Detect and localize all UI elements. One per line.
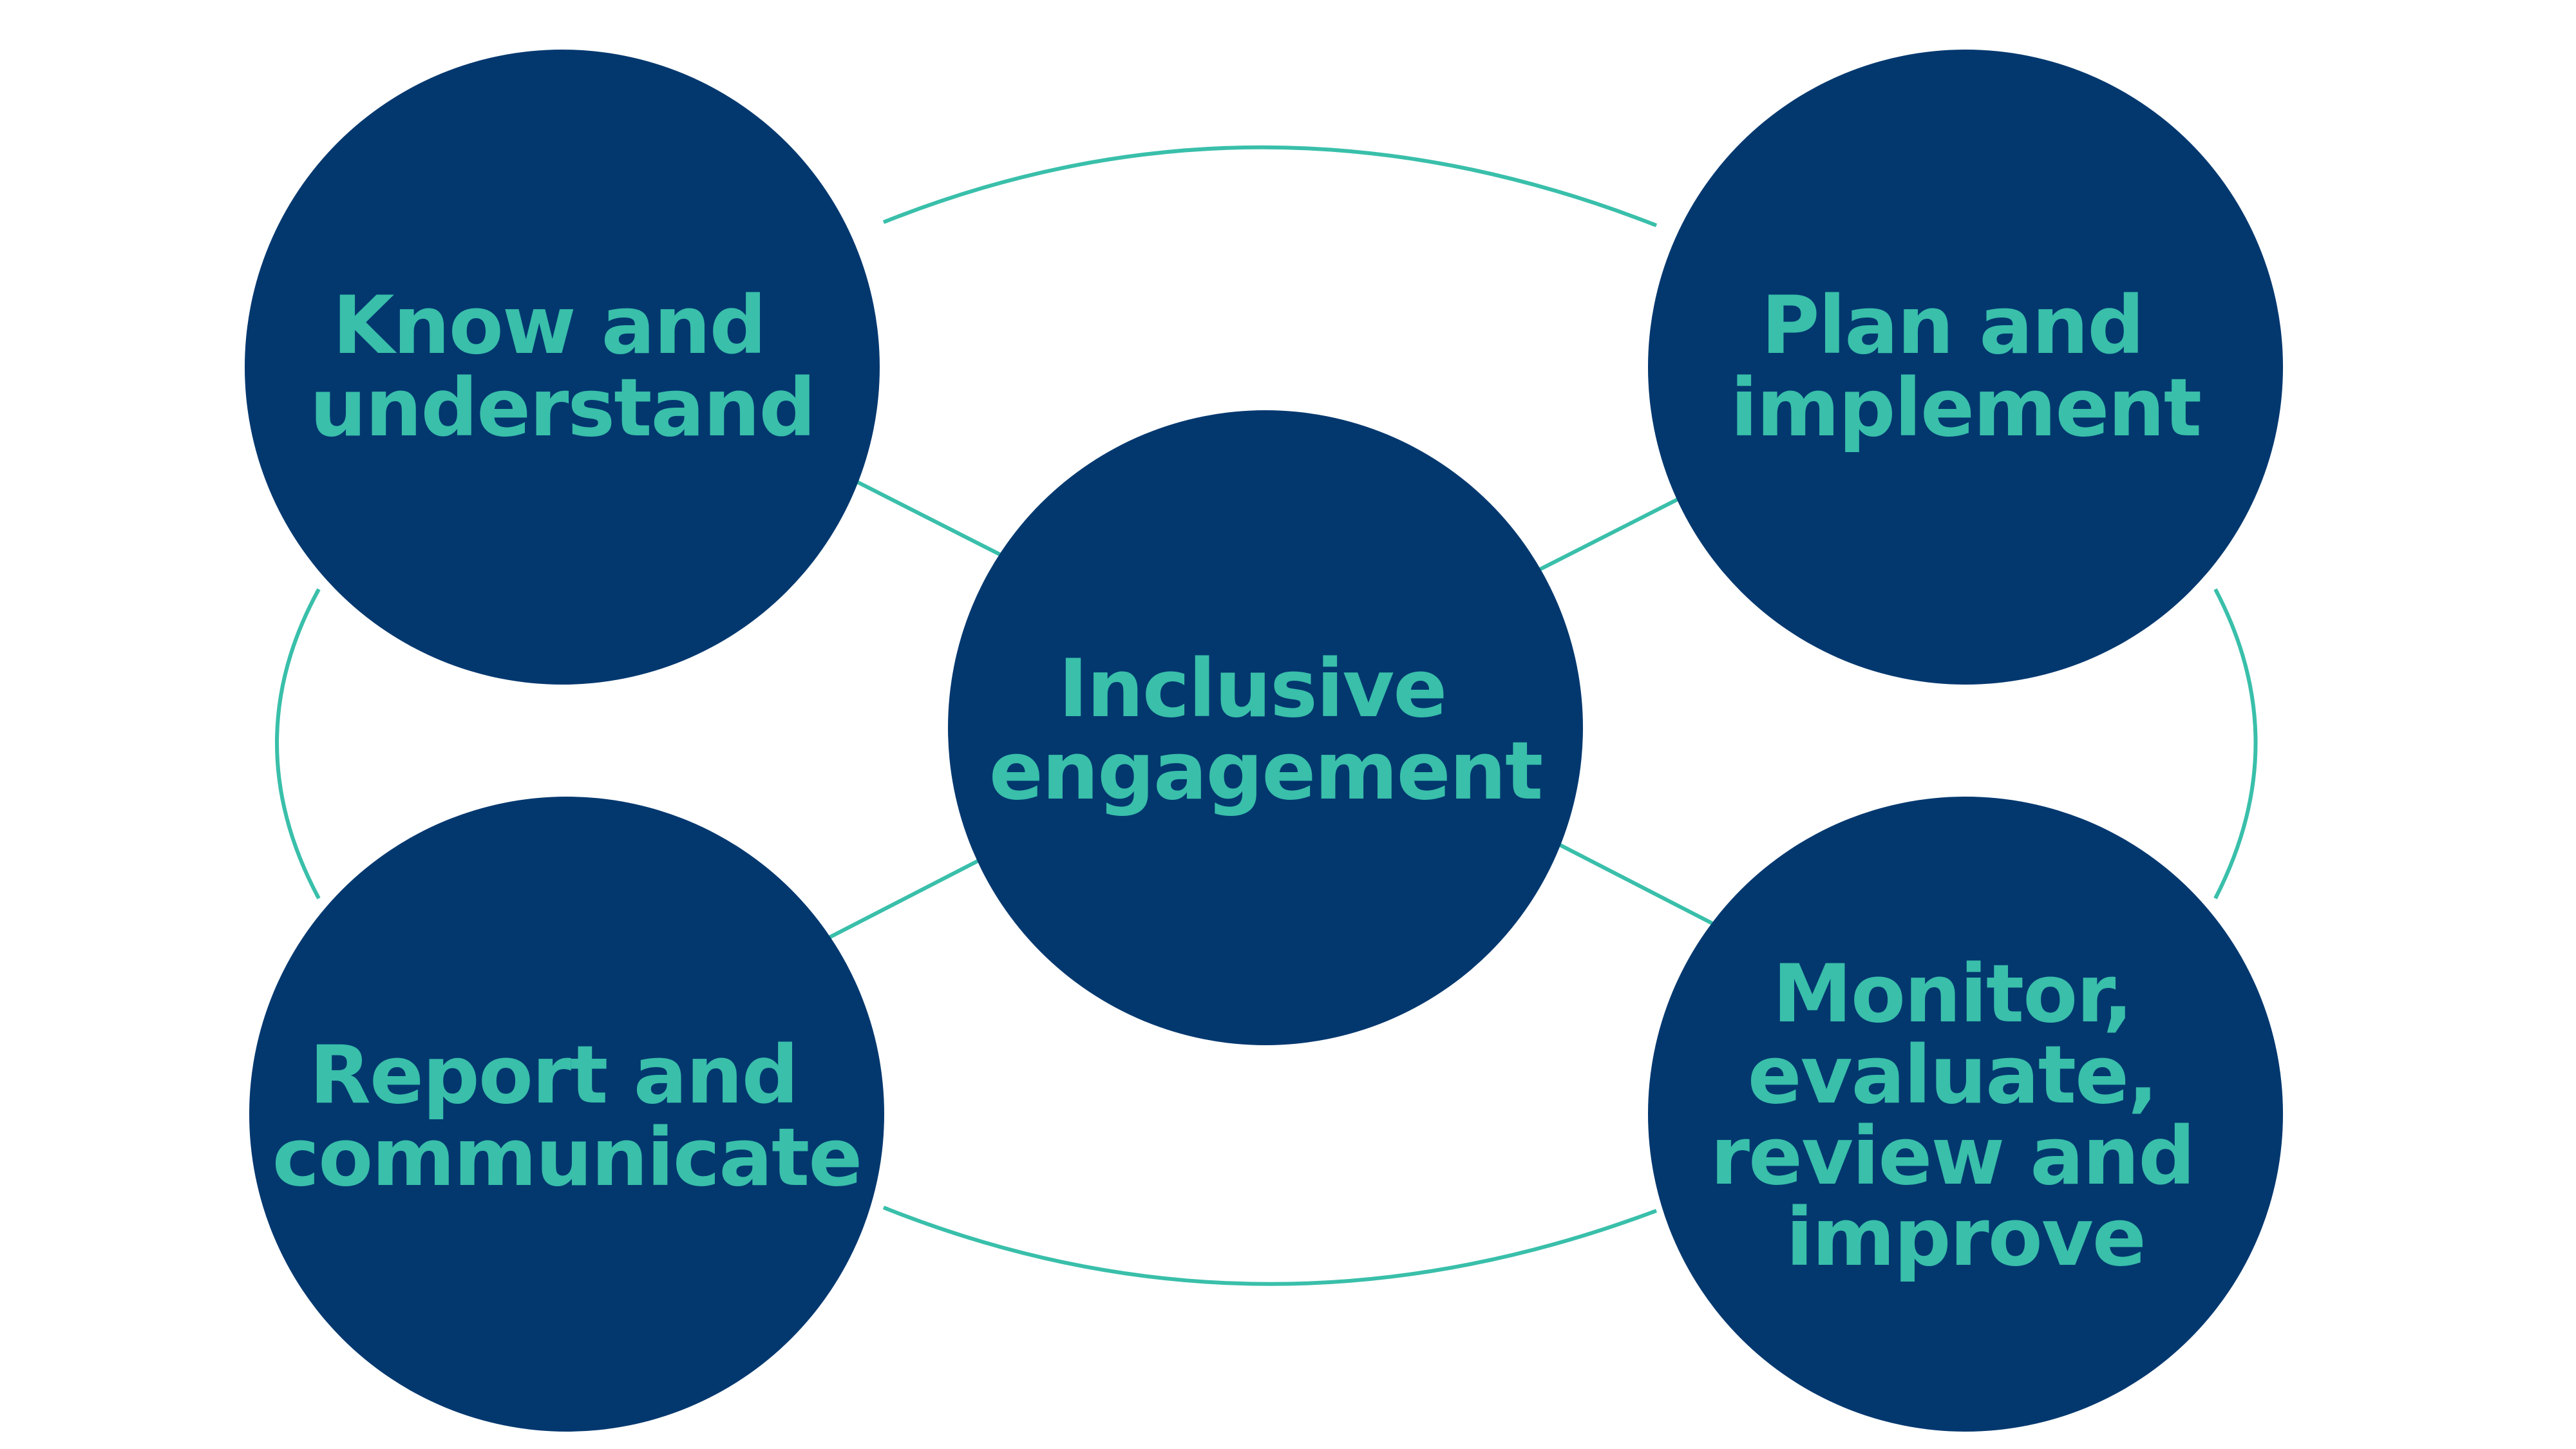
node-label-line: engagement — [989, 725, 1542, 818]
node-label-line: evaluate, — [1748, 1029, 2157, 1122]
node-label: Inclusive engagement — [989, 643, 1542, 818]
node-label-line: review and — [1710, 1110, 2194, 1203]
node-label-line: communicate — [272, 1112, 862, 1204]
monitor-center-connector — [1541, 834, 1740, 939]
node-monitor-evaluate-review-improve: Monitor, evaluate, review and improve — [1648, 797, 2283, 1432]
node-label: Know and understand — [310, 279, 815, 455]
node-inclusive-engagement: Inclusive engagement — [948, 410, 1583, 1045]
node-label-line: Inclusive — [1058, 643, 1446, 735]
node-know-and-understand: Know and understand — [245, 50, 880, 685]
node-label-line: Monitor, — [1772, 948, 2132, 1041]
node-circle — [249, 797, 884, 1432]
node-label: Monitor, evaluate, review and improve — [1710, 948, 2221, 1284]
node-label-line: Know and — [332, 279, 765, 372]
node-plan-and-implement: Plan and implement — [1648, 50, 2283, 685]
node-label-line: Report and — [309, 1029, 797, 1122]
node-label-line: implement — [1730, 362, 2201, 455]
node-circle — [948, 410, 1583, 1045]
report-monitor-connector — [882, 1206, 1658, 1286]
node-label: Report and communicate — [272, 1029, 862, 1204]
plan-monitor-connector — [2213, 588, 2258, 900]
node-label-line: Plan and — [1761, 279, 2143, 372]
node-label-line: understand — [310, 362, 815, 455]
node-report-and-communicate: Report and communicate — [249, 797, 884, 1432]
connectors — [275, 145, 2258, 1286]
node-circle — [1648, 50, 2283, 685]
node-label-line: improve — [1786, 1191, 2145, 1284]
node-circle — [1648, 797, 2283, 1432]
know-report-connector — [275, 588, 321, 900]
node-circle — [245, 50, 880, 685]
know-center-connector — [833, 468, 1032, 572]
node-label: Plan and implement — [1730, 279, 2201, 455]
report-center-connector — [804, 847, 1003, 952]
know-plan-connector — [882, 145, 1658, 227]
